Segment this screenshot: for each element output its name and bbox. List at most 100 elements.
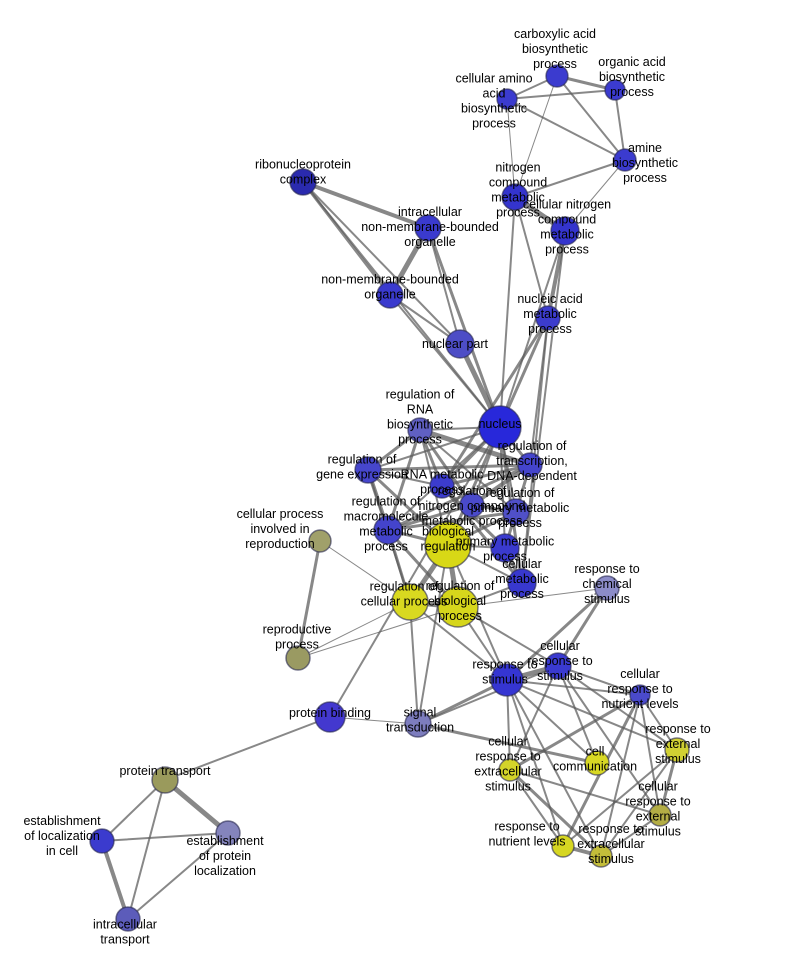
edge-regPrimaryMetab--regMacromol — [386, 510, 518, 532]
label-cellAmino: acid — [483, 87, 506, 101]
node-nucleicAcid[interactable] — [535, 305, 561, 331]
edge-respExternal--respNutrient — [562, 749, 678, 847]
edge-cellCommunication--signalTransduction — [416, 722, 599, 765]
label-cellRespExtracell: cellular — [488, 735, 528, 749]
node-estLocCell[interactable] — [89, 828, 115, 854]
node-carboxylic[interactable] — [545, 64, 569, 88]
label-regMacromol: process — [364, 540, 408, 554]
label-respStimulus: stimulus — [482, 673, 528, 687]
label-regPrimaryMetab: regulation of — [486, 486, 555, 500]
node-respNutrient[interactable] — [551, 834, 575, 858]
node-regCellular[interactable] — [391, 583, 429, 621]
node-amine[interactable] — [613, 148, 637, 172]
label-respNutrient: nutrient levels — [488, 835, 565, 849]
node-regBiological[interactable] — [437, 586, 479, 628]
edge-cellAmino--amine — [506, 98, 626, 161]
node-proteinTransport[interactable] — [151, 766, 179, 794]
edge-organicAcid--amine — [614, 89, 626, 161]
label-primaryMetab: primary metabolic — [456, 535, 555, 549]
node-regNitrogenCompound[interactable] — [459, 492, 485, 518]
edge-regCellular--reproductive — [297, 601, 411, 659]
label-nucleicAcid: process — [528, 322, 572, 336]
edge-intracellOrganelle--nuclearPart — [427, 227, 461, 345]
node-cellProcReprod[interactable] — [308, 529, 332, 553]
node-intracellTransport[interactable] — [115, 906, 141, 932]
label-carboxylic: biosynthetic — [522, 42, 588, 56]
edge-regRNAbiosyn--regTranscription — [417, 427, 533, 468]
label-nucleicAcid: nucleic acid — [517, 292, 582, 306]
node-reproductive[interactable] — [285, 645, 311, 671]
edge-cellNitrogen--nucleus — [499, 230, 566, 428]
node-respExtracell[interactable] — [589, 844, 613, 868]
node-cellCommunication[interactable] — [584, 750, 610, 776]
node-regTranscription[interactable] — [517, 452, 543, 478]
node-respChemical[interactable] — [594, 575, 620, 601]
label-nmbOrganelle: organelle — [364, 288, 415, 302]
label-nucleicAcid: metabolic — [523, 307, 577, 321]
node-cellRespStimulus[interactable] — [544, 652, 572, 680]
edge-nucleicAcid--cellularMetab — [521, 317, 549, 584]
label-nmbOrganelle: non-membrane-bounded — [321, 273, 459, 287]
edge-regRNAbiosyn--regPrimaryMetab — [419, 429, 517, 513]
edge-estLocCell--intracellTransport — [100, 839, 130, 921]
node-respStimulus[interactable] — [490, 663, 524, 697]
edge-nucleicAcid--rnaMetabolic — [440, 316, 550, 488]
node-cellAmino[interactable] — [496, 88, 518, 110]
node-primaryMetab[interactable] — [490, 533, 520, 563]
label-respExternal: external — [656, 737, 700, 751]
node-proteinBinding[interactable] — [314, 701, 346, 733]
edge-cellAmino--nitrogenCompound — [506, 98, 516, 198]
edge-nmbOrganelle--nucleus — [389, 294, 501, 428]
label-nitrogenCompound: process — [496, 206, 540, 220]
label-respExtracell: stimulus — [588, 852, 634, 866]
edge-proteinBinding--proteinTransport — [164, 716, 331, 781]
node-respExternal[interactable] — [664, 737, 690, 763]
label-ribo: complex — [280, 173, 327, 187]
node-nitrogenCompound[interactable] — [501, 183, 529, 211]
label-estProtLoc: of protein — [199, 849, 251, 863]
node-regMacromol[interactable] — [373, 515, 403, 545]
label-regRNAbiosyn: biosynthetic — [387, 418, 453, 432]
node-nucleus[interactable] — [478, 405, 522, 449]
label-regGeneExpr: gene expression — [316, 468, 408, 482]
edges-layer — [100, 74, 679, 921]
node-nuclearPart[interactable] — [445, 329, 475, 359]
label-regMacromol: regulation of — [352, 495, 421, 509]
edge-ribo--intracellOrganelle — [301, 180, 430, 230]
label-respExtracell: response to — [578, 822, 643, 836]
label-reproductive: process — [275, 638, 319, 652]
node-cellNitrogen[interactable] — [550, 216, 580, 246]
node-regGeneExpr[interactable] — [354, 456, 382, 484]
node-cellRespExtracell[interactable] — [498, 758, 522, 782]
node-ribo[interactable] — [289, 168, 317, 196]
edge-regBiological--respChemical — [457, 587, 608, 608]
node-bioRegulation[interactable] — [424, 521, 472, 569]
node-organicAcid[interactable] — [604, 79, 626, 101]
label-cellCommunication: communication — [553, 760, 637, 774]
node-signalTransduction[interactable] — [404, 710, 432, 738]
node-rnaMetabolic[interactable] — [429, 473, 455, 499]
label-regMacromol: metabolic — [359, 525, 413, 539]
edge-cellProcReprod--reproductive — [296, 539, 322, 660]
node-regRNAbiosyn[interactable] — [407, 417, 433, 443]
node-intracellOrganelle[interactable] — [414, 214, 442, 242]
label-intracellOrganelle: intracellular — [398, 205, 462, 219]
edge-amine--cellNitrogen — [564, 159, 626, 232]
node-cellRespNutrient[interactable] — [629, 684, 651, 706]
node-regPrimaryMetab[interactable] — [502, 498, 530, 526]
edge-respStimulus--cellCommunication — [506, 679, 598, 764]
node-cellRespExternal[interactable] — [648, 803, 672, 827]
label-respExternal: stimulus — [655, 752, 701, 766]
label-cellAmino: cellular amino — [455, 72, 532, 86]
edge-cellRespStimulus--respChemical — [556, 586, 609, 668]
label-regRNAbiosyn: process — [398, 433, 442, 447]
label-intracellOrganelle: non-membrane-bounded — [361, 220, 499, 234]
node-cellularMetab[interactable] — [507, 568, 537, 598]
label-estProtLoc: localization — [194, 864, 256, 878]
node-estProtLoc[interactable] — [215, 820, 241, 846]
label-carboxylic: process — [533, 57, 577, 71]
node-nmbOrganelle[interactable] — [376, 281, 404, 309]
label-nitrogenCompound: metabolic — [491, 191, 545, 205]
edge-cellRespStimulus--signalTransduction — [417, 665, 559, 725]
